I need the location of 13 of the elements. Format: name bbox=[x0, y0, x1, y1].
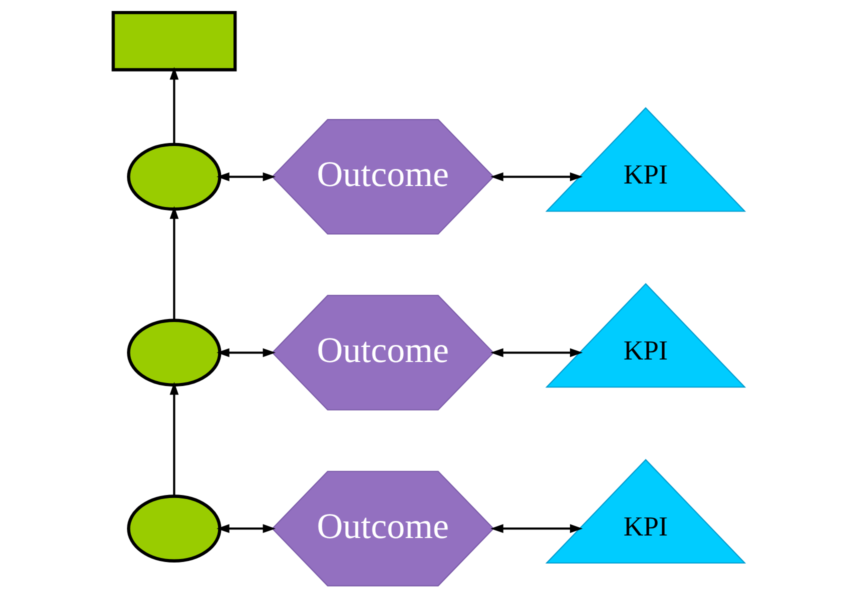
arrow bbox=[490, 524, 582, 534]
arrow bbox=[216, 172, 276, 182]
node-box bbox=[111, 10, 236, 72]
arrow bbox=[169, 66, 178, 144]
arrow bbox=[216, 524, 276, 534]
node-ellipse bbox=[126, 318, 221, 387]
arrow bbox=[216, 348, 276, 358]
node-ellipse bbox=[126, 142, 221, 211]
arrow bbox=[490, 348, 582, 358]
arrow bbox=[169, 206, 178, 320]
node-ellipse bbox=[126, 494, 221, 562]
arrow bbox=[490, 172, 582, 182]
arrow bbox=[169, 382, 178, 496]
